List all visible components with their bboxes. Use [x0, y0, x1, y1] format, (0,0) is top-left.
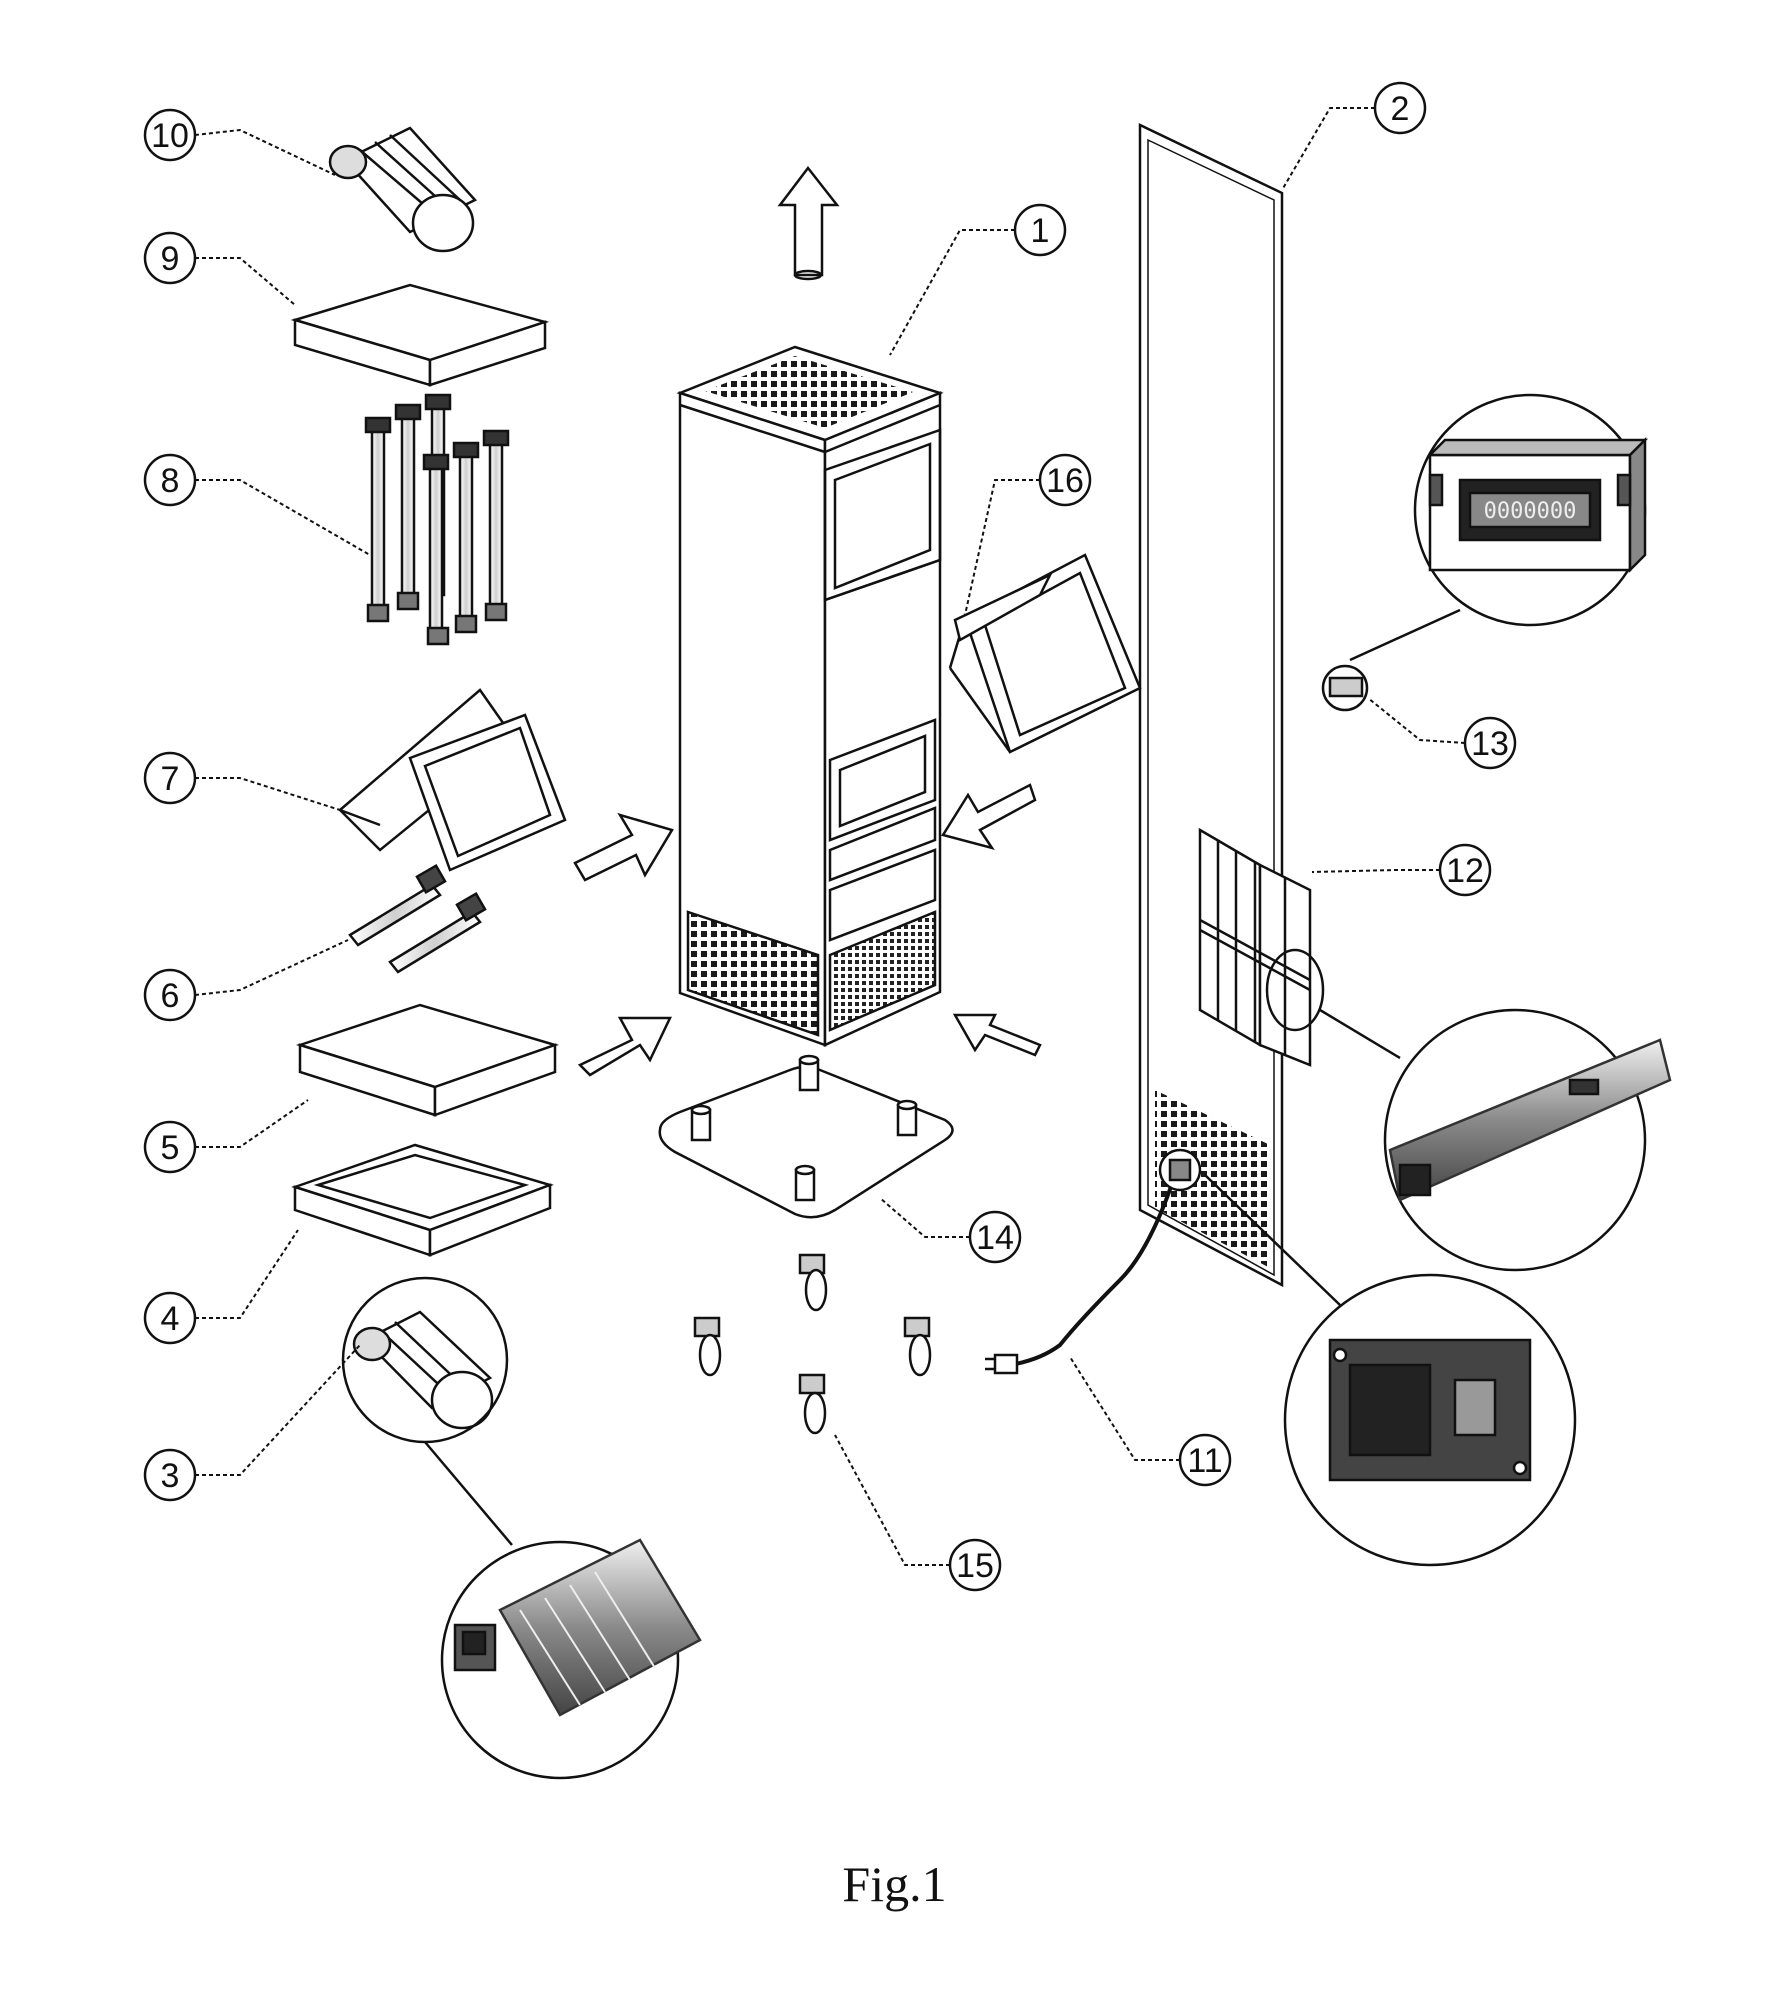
svg-text:8: 8: [161, 462, 180, 500]
fan-detail-circle: [424, 1441, 702, 1780]
base-plate: [658, 1054, 954, 1219]
callout-6: 6: [143, 968, 197, 1022]
lower-blower-fan: [341, 1276, 509, 1444]
svg-text:10: 10: [151, 117, 189, 155]
callout-9: 9: [143, 231, 197, 285]
cabinet-body: [676, 345, 944, 1047]
svg-text:15: 15: [956, 1547, 994, 1585]
svg-text:9: 9: [161, 240, 180, 278]
callout-7: 7: [143, 751, 197, 805]
svg-text:5: 5: [161, 1129, 180, 1167]
hepa-filter-box: [295, 1003, 560, 1117]
svg-text:12: 12: [1446, 852, 1484, 890]
inlet-arrow-right-lower-icon: [952, 1013, 1042, 1057]
figure-caption: Fig.1: [842, 1856, 947, 1912]
callout-1: 1: [1013, 203, 1067, 257]
svg-text:13: 13: [1471, 725, 1509, 763]
svg-text:16: 16: [1046, 462, 1084, 500]
svg-text:11: 11: [1187, 1442, 1222, 1480]
hour-meter-detail-circle: [1349, 393, 1649, 662]
caster-wheels: [693, 1253, 932, 1435]
upper-blower-fan: [328, 126, 478, 253]
lamp-ballasts: [1198, 827, 1325, 1067]
bottom-filter-frame: [291, 1143, 554, 1257]
svg-text:3: 3: [161, 1457, 180, 1495]
callout-5: 5: [143, 1120, 197, 1174]
callout-10: 10: [143, 108, 197, 162]
pre-filter-frame: [948, 553, 1142, 754]
inlet-arrow-left-lower-icon: [577, 1016, 672, 1077]
svg-text:1: 1: [1031, 212, 1050, 250]
callout-4: 4: [143, 1291, 197, 1345]
callout-14: 14: [968, 1210, 1022, 1264]
small-uv-lamps: [348, 863, 487, 974]
callout-13: 13: [1463, 716, 1517, 770]
uv-lamp-tubes: [364, 393, 510, 646]
svg-text:14: 14: [976, 1219, 1014, 1257]
inlet-arrow-left-upper-icon: [573, 812, 674, 882]
side-door-panel: [1138, 123, 1284, 1288]
callout-11: 11: [1178, 1433, 1232, 1487]
callout-3: 3: [143, 1448, 197, 1502]
callout-16: 16: [1038, 453, 1092, 507]
hour-meter: [1321, 664, 1369, 712]
exhaust-arrow-icon: [777, 165, 840, 281]
top-filter-box: [290, 283, 550, 387]
svg-text:4: 4: [161, 1300, 180, 1338]
meter-readout: 0000000: [1484, 499, 1577, 524]
callout-8: 8: [143, 453, 197, 507]
angled-filter-frame: [338, 688, 567, 872]
callout-bubbles: 10 9 8 7 6 5 4 3 1 2 16 13 12 14 15 11: [143, 81, 1517, 1592]
leader-lines: [194, 107, 1466, 1566]
inlet-arrow-right-upper-icon: [941, 783, 1037, 851]
power-cord: [985, 1148, 1202, 1375]
callout-2: 2: [1373, 81, 1427, 135]
ballast-detail-circle: [1319, 1008, 1672, 1272]
power-socket-detail-circle: [1204, 1174, 1577, 1567]
svg-text:6: 6: [161, 977, 180, 1015]
svg-text:7: 7: [161, 760, 180, 798]
callout-12: 12: [1438, 843, 1492, 897]
svg-text:2: 2: [1391, 90, 1410, 128]
callout-15: 15: [948, 1538, 1002, 1592]
